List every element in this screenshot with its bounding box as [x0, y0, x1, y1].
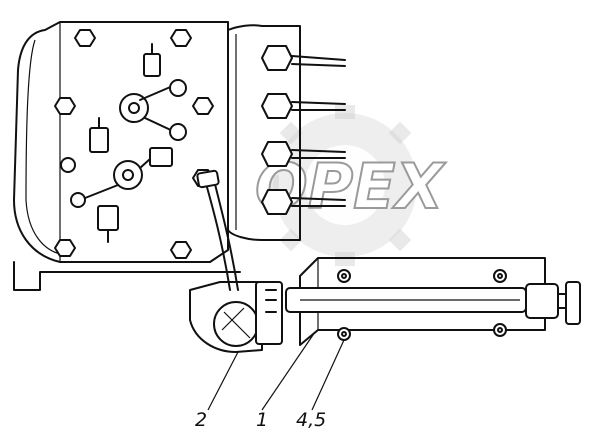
- clamp-housing: [189, 281, 283, 353]
- connecting-tube: [196, 169, 239, 291]
- watermark-logo: OPEX: [254, 105, 447, 266]
- hose-fitting: [261, 45, 346, 215]
- callout-label-1: 1: [256, 409, 268, 431]
- hex-bolt: [54, 29, 214, 259]
- valve-block: [227, 24, 346, 241]
- shift-mechanism: [60, 43, 187, 243]
- leader-lines: [207, 331, 345, 411]
- gearbox-housing: [13, 21, 229, 263]
- callout-label-2: 2: [195, 409, 207, 431]
- base-line: [13, 261, 241, 291]
- pneumatic-cylinder: [285, 281, 581, 325]
- bracket-plate: [299, 257, 546, 346]
- callout-label-4-5: 4,5: [296, 409, 326, 431]
